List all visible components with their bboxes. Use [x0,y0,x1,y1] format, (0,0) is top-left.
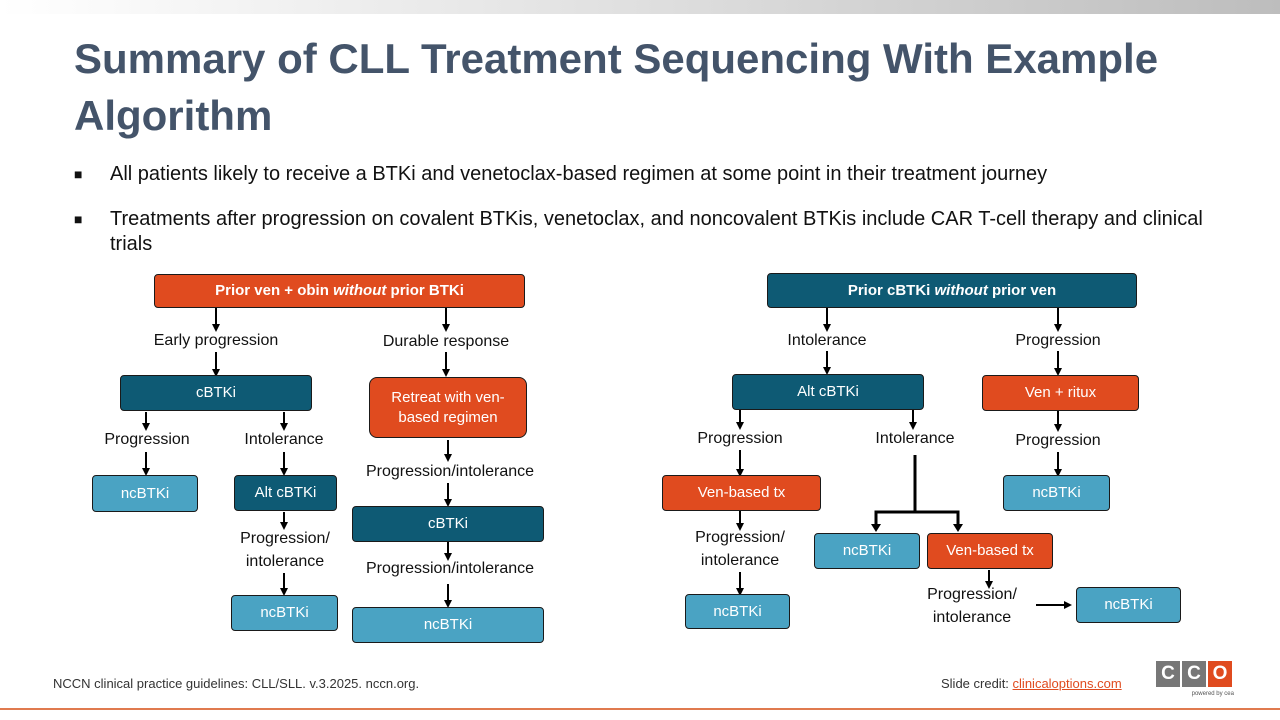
reference-footnote: NCCN clinical practice guidelines: CLL/S… [53,676,420,691]
box-ven-based-tx-2: Ven-based tx [927,533,1053,569]
box-ncbtki-b: ncBTKi [231,595,338,631]
label-durable-response: Durable response [382,333,510,350]
credit-link[interactable]: clinicaloptions.com [1012,676,1122,691]
box-ven-ritux: Ven + ritux [982,375,1139,411]
box-ncbtki-right-c: ncBTKi [1003,475,1110,511]
label-progression-intolerance-right-2: Progression/ intolerance [927,586,1017,626]
credit-label: Slide credit: [941,676,1013,691]
box-ncbtki: ncBTKi [92,475,198,512]
box-alt-cbtki-right: Alt cBTKi [732,374,924,410]
right-header-post: prior ven [987,281,1057,299]
label-progression-intolerance: Progression/intolerance [365,463,535,480]
square-bullet-icon: ■ [74,166,83,182]
bottom-rule [0,708,1280,710]
label-progression-right: Progression [1015,332,1101,349]
label-intolerance: Intolerance [244,431,324,448]
bullet-list: ■ All patients likely to receive a BTKi … [74,162,1204,277]
right-header-pre: Prior cBTKi [847,281,935,299]
right-header-em: without [934,281,988,299]
logo-letter: C [1156,661,1180,687]
top-gradient-bar [0,0,1280,14]
logo-letter: O [1208,661,1232,687]
left-header-pre: Prior ven + obin [215,282,334,299]
box-ncbtki-right-a: ncBTKi [685,594,790,629]
box-cbtki-2: cBTKi [352,506,544,542]
label-progression-intolerance-2: Progression/intolerance [365,560,535,577]
box-ncbtki-right-b: ncBTKi [814,533,920,569]
label-progression-right-3: Progression [1015,432,1101,449]
slide-title: Summary of CLL Treatment Sequencing With… [74,35,1159,139]
label-progression-intolerance-right: Progression/ intolerance [695,529,785,569]
label-progression-right-2: Progression [697,430,783,447]
label-progression-intolerance-split: Progression/ intolerance [240,530,330,570]
box-ncbtki-right-d: ncBTKi [1076,587,1181,623]
label-intolerance-right: Intolerance [787,332,867,349]
box-cbtki: cBTKi [120,375,312,411]
bullet-item: ■ Treatments after progression on covale… [74,207,1204,257]
box-ncbtki-c: ncBTKi [352,607,544,643]
logo-tagline: powered by cea [1191,691,1234,697]
label-intolerance-right-2: Intolerance [875,430,955,447]
right-header-box: Prior cBTKi without prior ven [767,273,1137,308]
label-progression: Progression [104,431,190,448]
bullet-text: Treatments after progression on covalent… [110,208,1203,255]
box-alt-cbtki: Alt cBTKi [234,475,337,511]
box-ven-based-tx: Ven-based tx [662,475,821,511]
square-bullet-icon: ■ [74,211,83,227]
logo-letter: C [1182,661,1206,687]
left-header-post: prior BTKi [386,282,464,299]
slide-credit: Slide credit: clinicaloptions.com [941,676,1122,691]
left-header-em: without [333,282,387,299]
box-retreat-ven: Retreat with ven-based regimen [369,377,527,438]
left-header-box: Prior ven + obin without prior BTKi [154,274,525,308]
bullet-item: ■ All patients likely to receive a BTKi … [74,162,1204,187]
bullet-text: All patients likely to receive a BTKi an… [110,163,1048,185]
cco-logo: C C O powered by cea [1156,661,1234,705]
label-early-progression: Early progression [153,332,279,349]
